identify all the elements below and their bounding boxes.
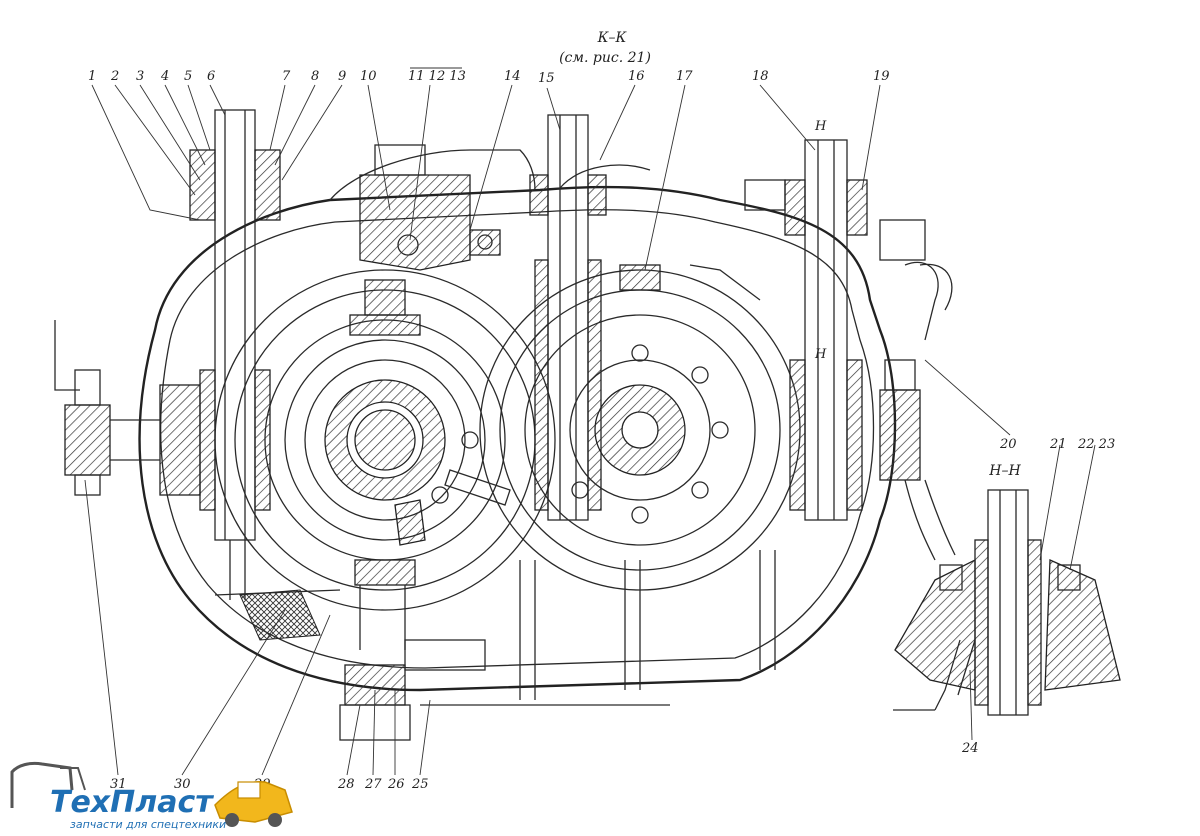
brand-tagline: запчасти для спецтехники [70,818,226,831]
left-gear-assembly [214,269,556,611]
callout-24: 24 [961,741,979,756]
middle-shaft [529,114,607,521]
callout-21: 21 [1049,437,1067,452]
bottom-drain-assembly [339,559,670,741]
callout-31: 31 [110,777,127,792]
callout-18: 18 [752,69,769,84]
callout-26: 26 [387,777,405,792]
callout-7: 7 [282,69,291,84]
callout-11-13: 11 12 13 [408,69,466,84]
section-title-line1: К–К [597,30,628,46]
leader-lines [84,84,1096,776]
callout-9: 9 [338,69,346,84]
callout-19: 19 [873,69,890,84]
callout-27: 27 [364,777,382,792]
left-flange-bolt [54,320,160,496]
lower-supports [519,550,776,700]
callout-2: 2 [110,69,119,84]
callout-1: 1 [88,69,96,84]
callout-5: 5 [184,69,192,84]
callout-25: 25 [411,777,429,792]
right-shaft [744,139,868,521]
callout-6: 6 [207,69,215,84]
callout-20: 20 [999,437,1017,452]
marker-n-mid: Н [814,347,827,362]
right-flange-pipe [879,219,956,561]
top-block-assembly [359,144,501,271]
left-shaft [159,109,281,541]
mesh-filter [214,540,341,641]
inset-title: Н–Н [988,463,1021,479]
callout-labels: 1 2 3 4 5 6 7 8 9 10 11 12 13 14 15 16 1… [88,67,1115,792]
brand-name: ТехПласт [50,785,214,820]
brand-logo: ТехПласт запчасти для спецтехники [10,761,293,831]
section-title-line2: (см. рис. 21) [559,50,651,66]
callout-15: 15 [538,71,555,86]
callout-17: 17 [676,69,693,84]
callout-4: 4 [160,69,169,84]
callout-30: 30 [174,777,191,792]
callout-3: 3 [136,69,144,84]
callout-22-23: 22 23 [1077,437,1115,452]
callout-28: 28 [337,777,355,792]
callout-8: 8 [311,69,319,84]
excavator-icon [10,761,293,827]
marker-n-top: Н [814,119,827,134]
callout-16: 16 [628,69,645,84]
callout-14: 14 [504,69,521,84]
callout-10: 10 [360,69,377,84]
right-gear-assembly [479,264,801,591]
inset-section [893,489,1121,716]
